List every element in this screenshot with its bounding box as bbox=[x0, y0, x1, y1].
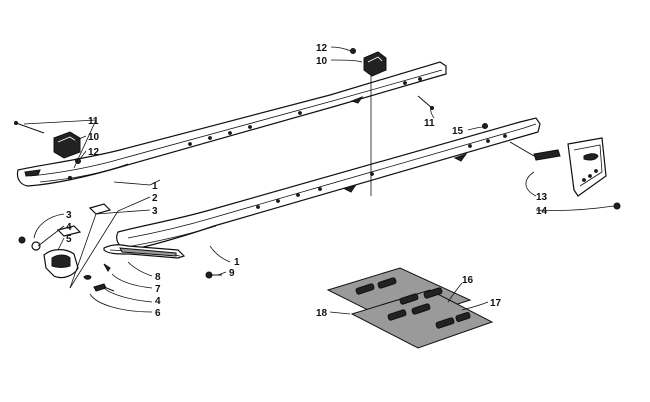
callout-7: 7 bbox=[155, 284, 161, 295]
callout-12-top: 12 bbox=[316, 43, 328, 54]
leader-lines bbox=[23, 46, 615, 315]
callout-2: 2 bbox=[152, 193, 158, 204]
callout-13: 13 bbox=[536, 192, 548, 203]
callout-16: 16 bbox=[462, 275, 474, 286]
callout-1-lower: 1 bbox=[234, 257, 240, 268]
callout-4-lower: 4 bbox=[155, 296, 161, 307]
callout-9: 9 bbox=[229, 268, 235, 279]
track-clip-set bbox=[326, 267, 494, 349]
callout-1-upper: 1 bbox=[152, 181, 158, 192]
slider-blocks bbox=[53, 51, 387, 159]
callout-11-right: 11 bbox=[424, 118, 435, 129]
callout-17: 17 bbox=[490, 298, 502, 309]
rail-wear-strip bbox=[103, 244, 186, 259]
callout-3-right: 3 bbox=[152, 206, 158, 217]
callout-3-left: 3 bbox=[66, 210, 72, 221]
callout-6: 6 bbox=[155, 308, 161, 319]
callout-8: 8 bbox=[155, 272, 161, 283]
hardware bbox=[14, 48, 621, 292]
callout-labels: 1 1 2 3 3 4 4 5 6 7 8 9 10 10 11 11 12 1… bbox=[66, 43, 548, 319]
callout-4-left: 4 bbox=[66, 222, 72, 233]
rail-end-cap bbox=[18, 236, 79, 279]
callout-10-top: 10 bbox=[316, 56, 328, 67]
callout-5: 5 bbox=[66, 234, 72, 245]
callout-11-left: 11 bbox=[88, 116, 99, 127]
callout-15: 15 bbox=[452, 126, 464, 137]
callout-10-left: 10 bbox=[88, 132, 100, 143]
callout-14: 14 bbox=[536, 206, 548, 217]
callout-18: 18 bbox=[316, 308, 328, 319]
callout-12-left: 12 bbox=[88, 147, 100, 158]
mount-plate bbox=[509, 137, 607, 197]
upper-slide-rail bbox=[16, 61, 447, 187]
bumper-blocks bbox=[56, 203, 112, 237]
